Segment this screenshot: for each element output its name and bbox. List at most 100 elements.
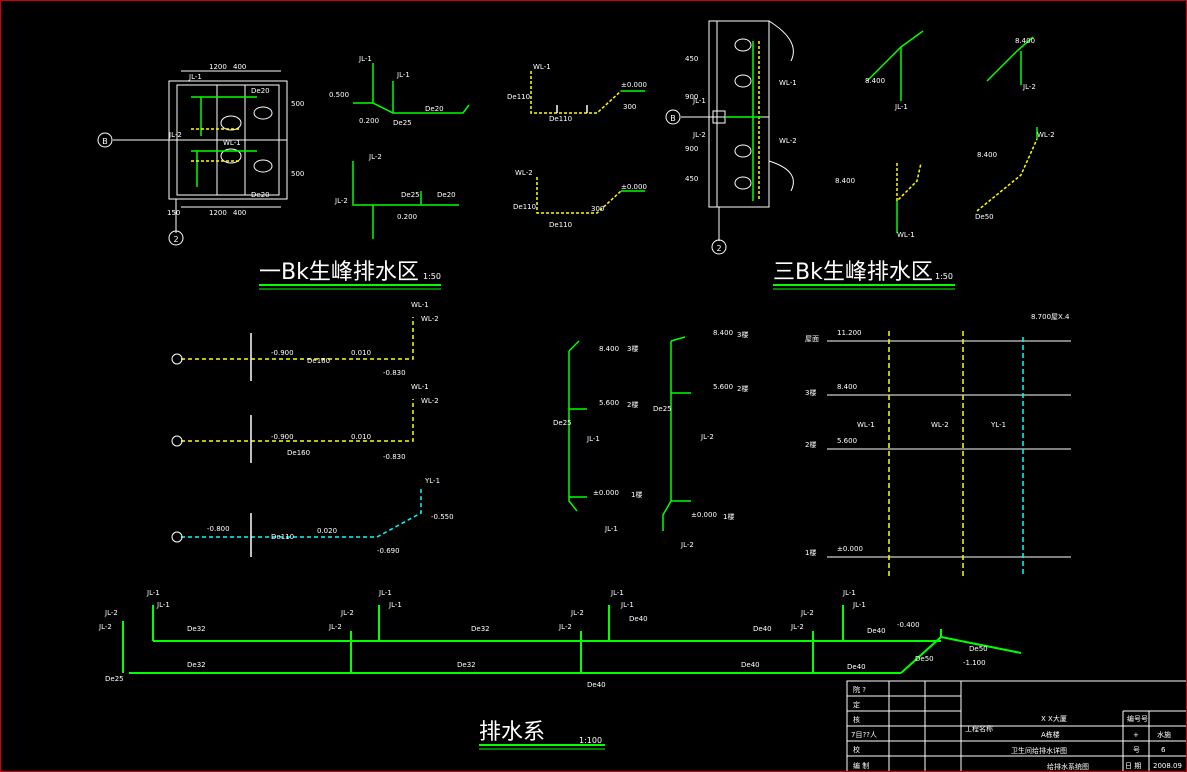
label-wl2-profile-b: WL-2	[421, 397, 439, 405]
elev-m0400: -0.400	[897, 621, 920, 629]
elev-0500: 0.500	[329, 91, 349, 99]
wl1-trap-marker	[171, 353, 183, 365]
dim-500-top: 500	[291, 100, 304, 108]
floor-3-wl: 3楼	[805, 388, 816, 397]
zone1-plan	[113, 70, 288, 233]
label-de160-a: De160	[307, 357, 330, 365]
jl-risers	[568, 336, 691, 531]
elev-5600-wl: 5.600	[837, 437, 857, 445]
zone3-plan-pipes	[725, 41, 761, 201]
floor-1-wl: 1楼	[805, 548, 816, 557]
floor-2-jl2: 2楼	[737, 384, 748, 393]
supply-system-pipes	[122, 605, 1022, 674]
axis-b-label-2: B	[670, 114, 676, 123]
label-jl1-sys-e: JL-1	[610, 589, 624, 597]
axis-2-bubble	[168, 230, 184, 246]
floor-2-wl: 2楼	[805, 440, 816, 449]
elev-m1100: -1.100	[963, 659, 986, 667]
label-de160-b: De160	[287, 449, 310, 457]
dim-450-a: 450	[685, 55, 698, 63]
tb-row5-label: 校	[853, 745, 860, 754]
label-wl2-z3: WL-2	[779, 137, 797, 145]
dim-400-top: 400	[233, 63, 246, 71]
dim-300-wl2: 300	[591, 205, 604, 213]
elev-pm0000-wl1: ±0.000	[621, 81, 647, 89]
label-jl2-riser: JL-2	[700, 433, 714, 441]
label-de32-a: De32	[187, 625, 206, 633]
floor-2-jl1: 2楼	[627, 400, 638, 409]
elev-pm0000-wl: ±0.000	[837, 545, 863, 553]
dim-450-b: 450	[685, 175, 698, 183]
slope-020: 0.020	[317, 527, 337, 535]
elev-m0800: -0.800	[207, 525, 230, 533]
label-de32-c: De32	[471, 625, 490, 633]
label-jl1-riser: JL-1	[586, 435, 600, 443]
tb-sheet-no: 6	[1161, 746, 1166, 754]
label-de40-e: De40	[867, 627, 886, 635]
label-jl2-sys-e: JL-2	[570, 609, 584, 617]
label-de110-wl2: De110	[513, 203, 536, 211]
dim-400-bottom: 400	[233, 209, 246, 217]
label-de50-z3: De50	[975, 213, 994, 221]
label-de25-jl1: De25	[393, 119, 412, 127]
label-de25-jl2-riser: De25	[653, 405, 672, 413]
wl-drain-profiles	[181, 317, 422, 557]
elev-m0550: -0.550	[431, 513, 454, 521]
label-jl1-sys-b: JL-1	[156, 601, 170, 609]
label-de32-b: De32	[187, 661, 206, 669]
label-de32-d: De32	[457, 661, 476, 669]
label-de20-plan-2: De20	[251, 191, 270, 199]
floor-1-jl2: 1楼	[723, 512, 734, 521]
elev-8400-z3d: 8.400	[977, 151, 997, 159]
tb-block: A栋楼	[1041, 730, 1060, 739]
label-de40-d: De40	[753, 625, 772, 633]
label-de40-f: De40	[847, 663, 866, 671]
elev-pm0000-jl2: ±0.000	[691, 511, 717, 519]
label-de40-b: De40	[587, 681, 606, 689]
tb-no-label: 编号号	[1127, 714, 1148, 723]
tb-plus: +	[1133, 731, 1139, 739]
jl2-isometric	[352, 161, 459, 239]
label-jl1-z3-iso: JL-1	[894, 103, 908, 111]
elev-8400-z3b: 8.400	[1015, 37, 1035, 45]
label-de25-jl2: De25	[401, 191, 420, 199]
label-de40-a: De40	[629, 615, 648, 623]
axis-b-bubble	[97, 132, 113, 148]
label-de50-sys: De50	[915, 655, 934, 663]
jl1-isometric	[353, 63, 470, 114]
zone3-wl-iso	[896, 127, 1038, 233]
axis-b-bubble-2	[665, 109, 681, 125]
dim-900-a: 900	[685, 93, 698, 101]
label-wl2-z3-iso: WL-2	[1037, 131, 1055, 139]
tb-row2-label: 定	[853, 700, 860, 709]
title-system: 排水系	[479, 720, 545, 745]
label-jl2-sys-f: JL-2	[558, 623, 572, 631]
label-jl1-iso: JL-1	[358, 55, 372, 63]
elev-5600-jl2: 5.600	[713, 383, 733, 391]
label-yl1-riser: YL-1	[990, 421, 1006, 429]
elev-m0900-a: -0.900	[271, 349, 294, 357]
elev-5600-jl1: 5.600	[599, 399, 619, 407]
dim-300-wl1: 300	[623, 103, 636, 111]
label-wl1-profile-b: WL-1	[411, 383, 429, 391]
label-jl2-plan: JL-2	[168, 131, 182, 139]
label-jl1-sys-d: JL-1	[388, 601, 402, 609]
label-jl1-z3: JL-1	[692, 97, 706, 105]
axis-2-label-2: 2	[716, 244, 721, 253]
label-wl1-profile: WL-1	[411, 301, 429, 309]
tb-row3-label: 核	[853, 715, 860, 724]
floor-1-jl1: 1楼	[631, 490, 642, 499]
tb-sheet-label: 号	[1133, 746, 1140, 754]
yl1-trap-marker	[171, 531, 183, 543]
label-jl2-z3: JL-2	[692, 131, 706, 139]
elev-8400-z3c: 8.400	[835, 177, 855, 185]
label-jl2-iso: JL-2	[368, 153, 382, 161]
title-zone3: 三Bk生峰排水区	[773, 260, 933, 285]
label-de20-plan-1: De20	[251, 87, 270, 95]
label-jl1-sys-f: JL-1	[620, 601, 634, 609]
tb-row1-label: 院 ?	[853, 685, 866, 694]
axis-2-label: 2	[173, 235, 178, 244]
label-jl2-sys-g: JL-2	[800, 609, 814, 617]
dim-500-bottom: 500	[291, 170, 304, 178]
